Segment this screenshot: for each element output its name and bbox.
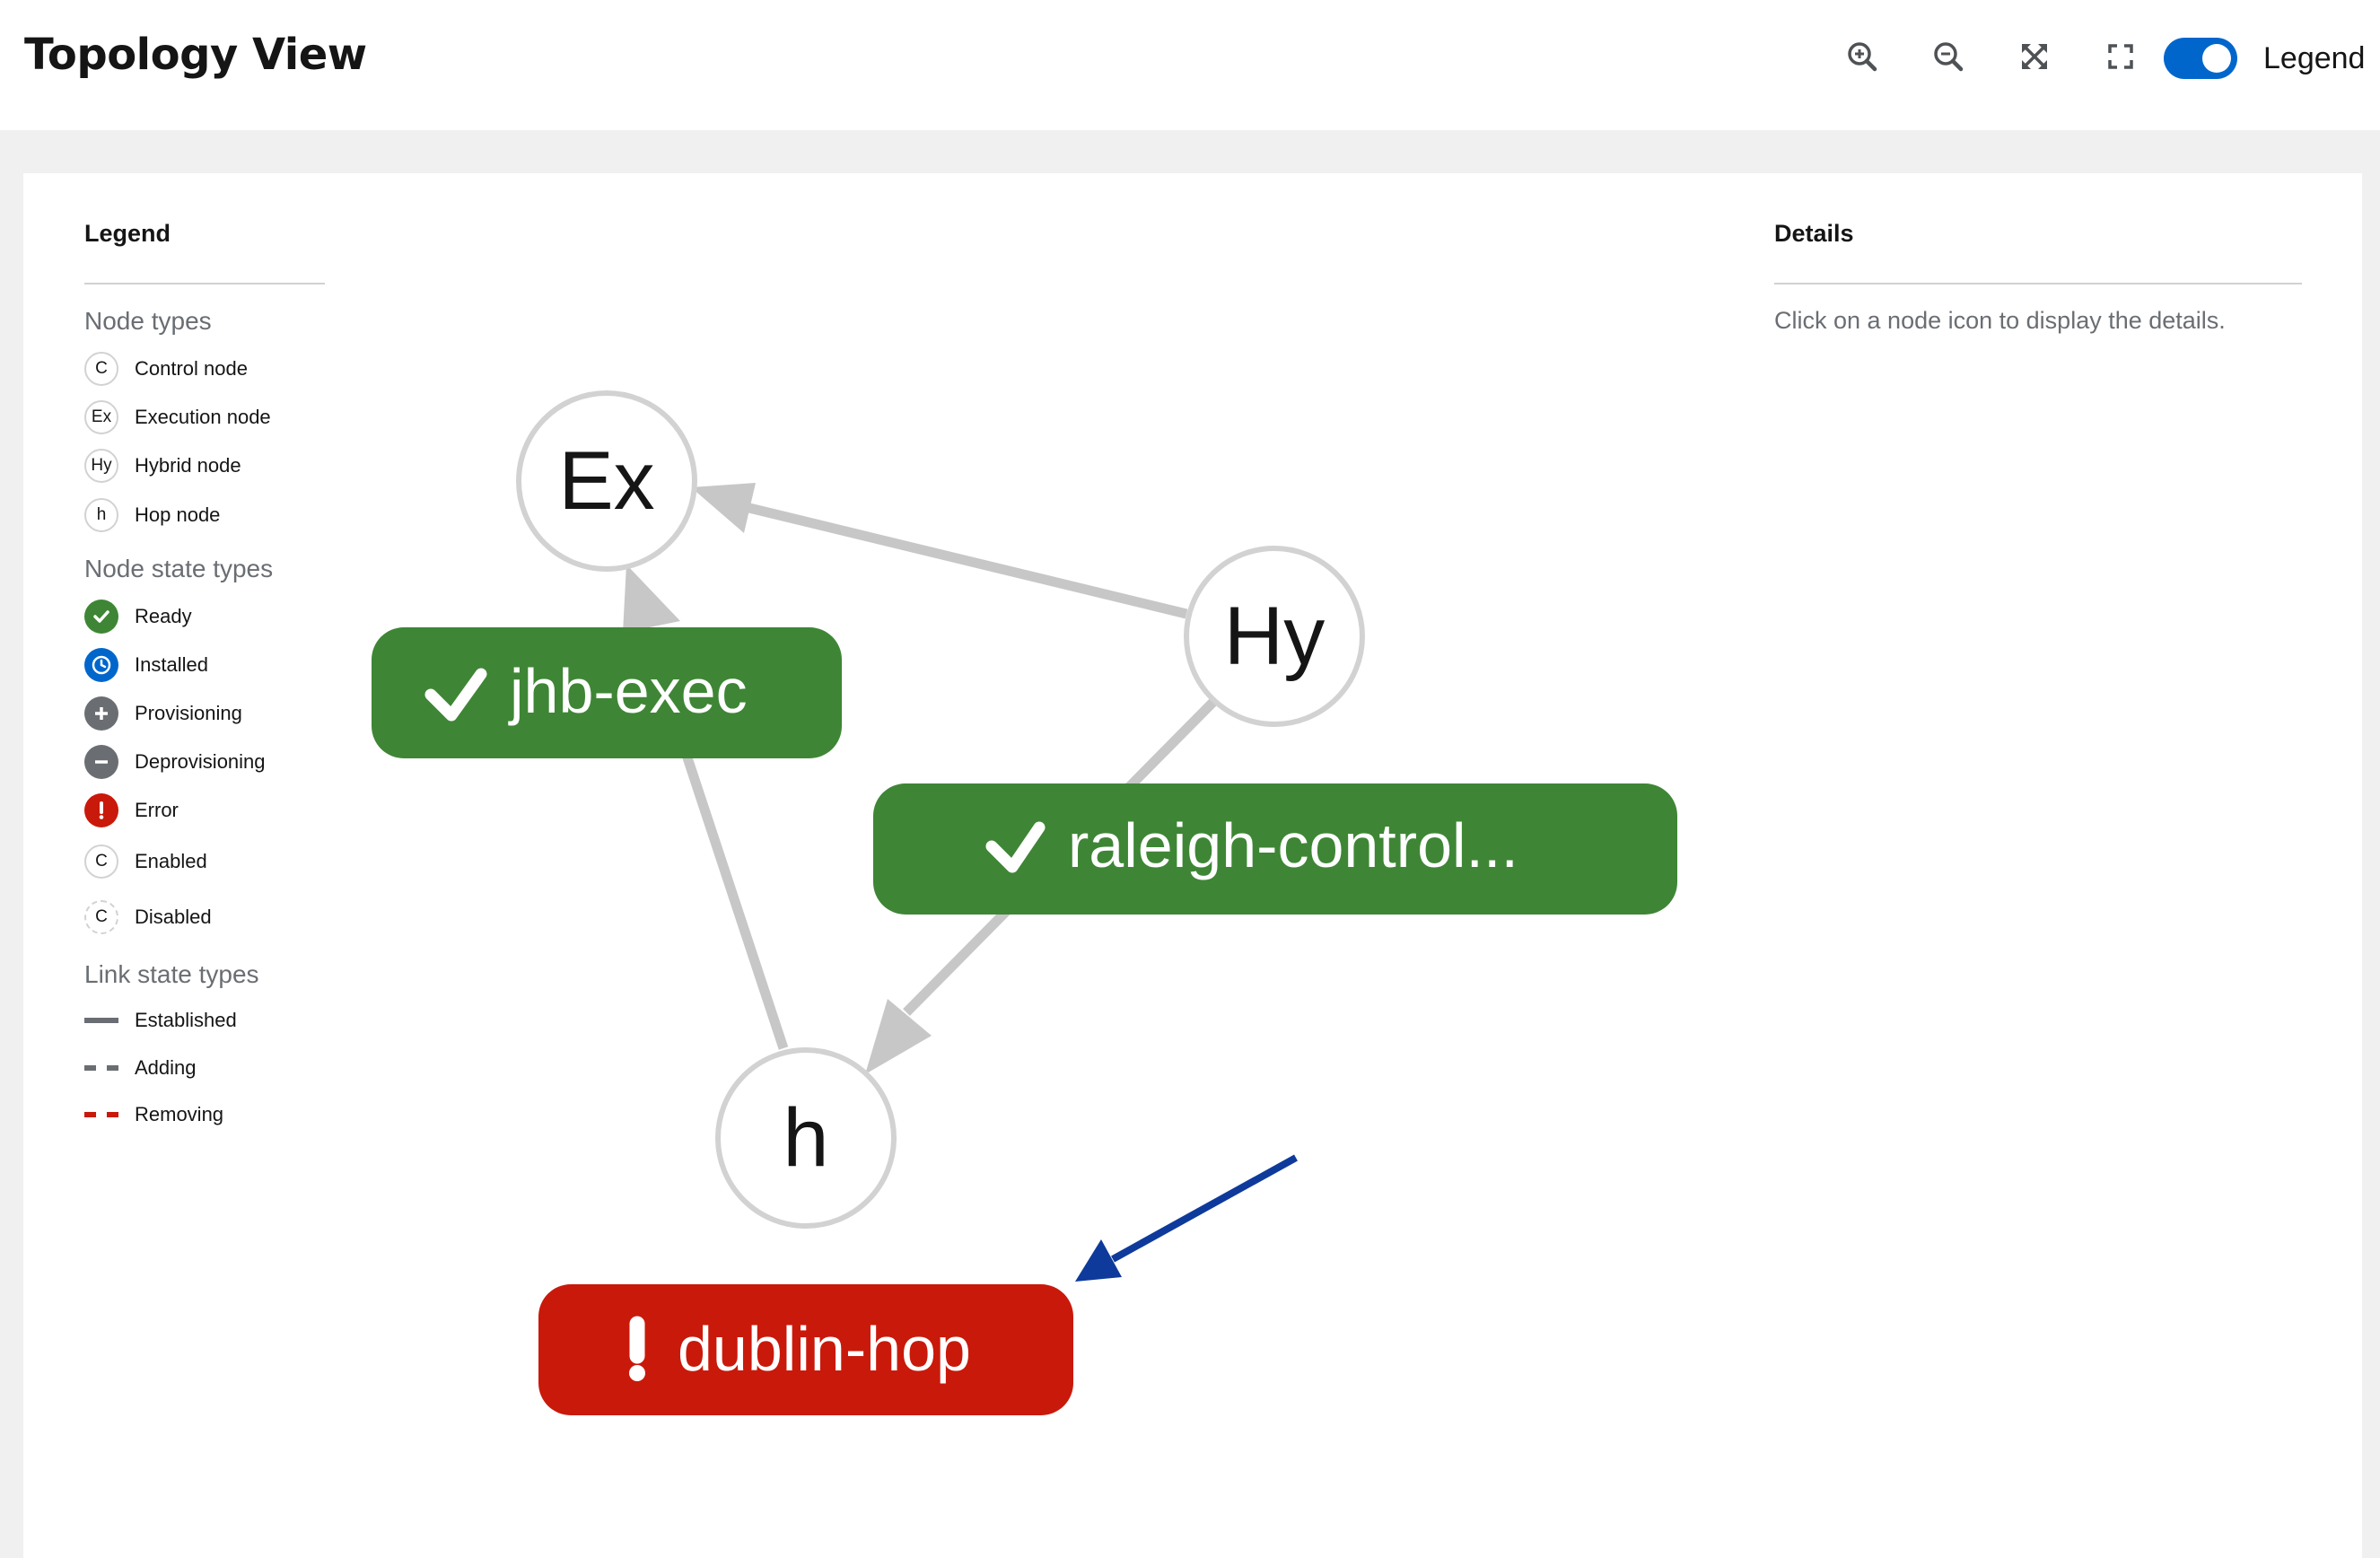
legend-label: Deprovisioning	[135, 750, 266, 773]
established-link-swatch	[84, 1018, 118, 1023]
node-label-text: dublin-hop	[678, 1314, 971, 1384]
removing-link-swatch	[84, 1112, 118, 1117]
fullscreen-icon	[2108, 44, 2133, 69]
check-icon	[84, 600, 118, 634]
legend-label: Adding	[135, 1056, 197, 1079]
details-title: Details	[1774, 220, 1854, 247]
node-h[interactable]: h	[715, 1047, 897, 1229]
legend-toggle-knob	[2202, 44, 2231, 73]
legend-toggle[interactable]	[2164, 38, 2237, 79]
fit-to-screen-button[interactable]	[2010, 32, 2059, 81]
check-icon	[985, 821, 1046, 873]
node-state-types-heading: Node state types	[84, 555, 274, 582]
hop-node-glyph: h	[84, 498, 118, 532]
minus-icon	[84, 745, 118, 779]
legend-label: Execution node	[135, 406, 271, 428]
link-hy-to-ex[interactable]	[691, 483, 1188, 619]
execution-node-glyph: Ex	[84, 400, 118, 434]
enabled-node-glyph: C	[84, 845, 118, 879]
legend-label: Removing	[135, 1103, 224, 1125]
node-hy-glyph: Hy	[1224, 591, 1325, 682]
legend-label: Enabled	[135, 850, 207, 872]
legend-label: Ready	[135, 605, 192, 627]
node-h-glyph: h	[783, 1092, 828, 1184]
hybrid-node-glyph: Hy	[84, 449, 118, 483]
exclamation-icon	[629, 1316, 645, 1381]
legend-label: Control node	[135, 357, 248, 380]
details-hint: Click on a node icon to display the deta…	[1774, 307, 2226, 334]
check-icon	[424, 668, 487, 722]
exclamation-icon	[84, 793, 118, 827]
node-label-text: raleigh-control...	[1068, 810, 1518, 880]
fullscreen-button[interactable]	[2096, 32, 2145, 81]
legend-divider	[84, 283, 325, 284]
node-label-dublin-hop[interactable]: dublin-hop	[538, 1284, 1073, 1415]
link-state-types-heading: Link state types	[84, 960, 259, 988]
zoom-in-button[interactable]	[1838, 32, 1886, 81]
node-ex-glyph: Ex	[558, 435, 654, 527]
legend-label: Provisioning	[135, 702, 242, 724]
details-divider	[1774, 283, 2302, 284]
plus-icon	[84, 696, 118, 731]
legend-label: Established	[135, 1009, 237, 1031]
legend-label: Error	[135, 799, 179, 821]
legend-label: Installed	[135, 653, 208, 676]
clock-icon	[84, 648, 118, 682]
fit-to-screen-icon	[2022, 44, 2047, 69]
node-label-raleigh-control[interactable]: raleigh-control...	[873, 783, 1677, 915]
node-label-text: jhb-exec	[508, 656, 748, 726]
node-types-heading: Node types	[84, 307, 212, 335]
page-header: Topology View	[0, 0, 2380, 130]
node-hy[interactable]: Hy	[1184, 546, 1365, 727]
node-ex[interactable]: Ex	[516, 390, 697, 572]
legend-label: Hybrid node	[135, 454, 241, 477]
disabled-node-glyph: C	[84, 900, 118, 934]
zoom-out-icon	[1934, 42, 1964, 72]
legend-toggle-label: Legend	[2263, 41, 2366, 75]
zoom-in-icon	[1848, 42, 1877, 72]
node-label-jhb-exec[interactable]: jhb-exec	[372, 627, 842, 758]
legend-title: Legend	[84, 220, 171, 247]
legend-label: Hop node	[135, 503, 221, 526]
page-title: Topology View	[24, 30, 367, 80]
zoom-out-button[interactable]	[1924, 32, 1973, 81]
legend-label: Disabled	[135, 906, 212, 928]
control-node-glyph: C	[84, 352, 118, 386]
adding-link-swatch	[84, 1065, 118, 1071]
